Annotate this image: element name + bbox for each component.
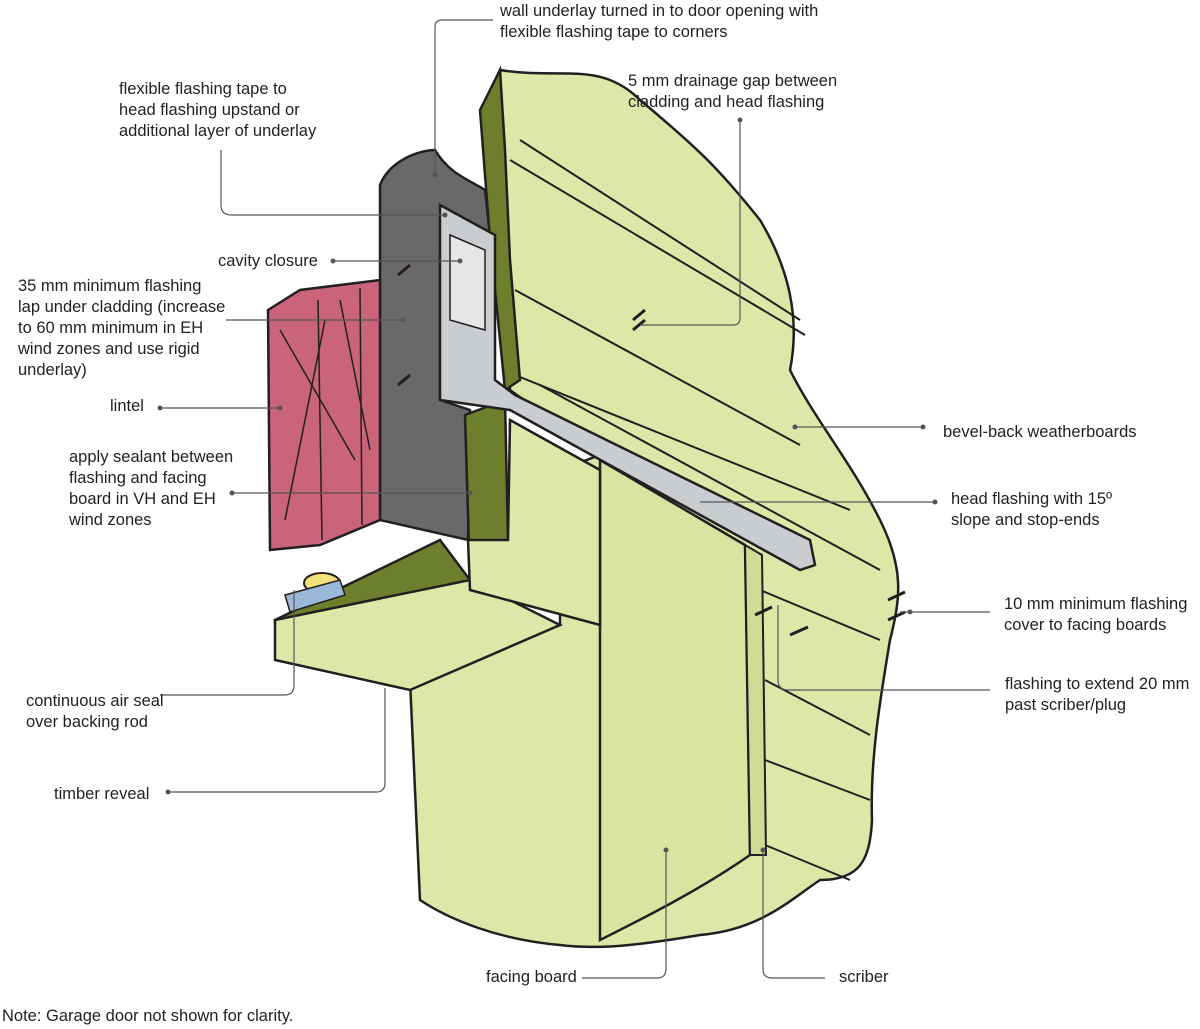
label-bevel-back: bevel-back weatherboards — [943, 423, 1137, 441]
label-facing-board: facing board — [486, 968, 577, 986]
nail-marks — [397, 263, 906, 637]
label-flashing-cover: 10 mm minimum flashing cover to facing b… — [1004, 595, 1188, 634]
label-scriber: scriber — [839, 968, 889, 986]
head-flashing-shape — [438, 202, 817, 572]
note-text: Note: Garage door not shown for clarity. — [2, 1007, 294, 1025]
label-flexible-tape: flexible flashing tape to head flashing … — [119, 80, 317, 140]
label-air-seal: continuous air seal over backing rod — [26, 692, 164, 731]
scriber-shape — [743, 543, 768, 856]
lintel-shape — [266, 278, 382, 552]
label-flashing-extend: flashing to extend 20 mm past scriber/pl… — [1005, 675, 1190, 714]
label-drainage-gap: 5 mm drainage gap between cladding and h… — [628, 72, 838, 111]
label-head-flashing: head flashing with 15º slope and stop-en… — [951, 490, 1113, 529]
label-sealant: apply sealant between flashing and facin… — [69, 448, 234, 529]
label-lintel: lintel — [110, 397, 144, 415]
timber-reveal-face — [466, 417, 602, 627]
leader-dots — [157, 117, 938, 853]
label-wall-underlay: wall underlay turned in to door opening … — [500, 2, 819, 41]
air-seal-strip — [284, 579, 346, 613]
facing-board-shape — [598, 457, 752, 943]
weatherboard-lines — [509, 139, 881, 881]
label-cavity-closure: cavity closure — [218, 252, 318, 270]
timber-reveal-shape — [273, 578, 563, 692]
label-flashing-lap: 35 mm minimum flashing lap under claddin… — [18, 277, 226, 379]
leader-lines — [160, 19, 990, 979]
label-timber-reveal: timber reveal — [54, 785, 150, 803]
